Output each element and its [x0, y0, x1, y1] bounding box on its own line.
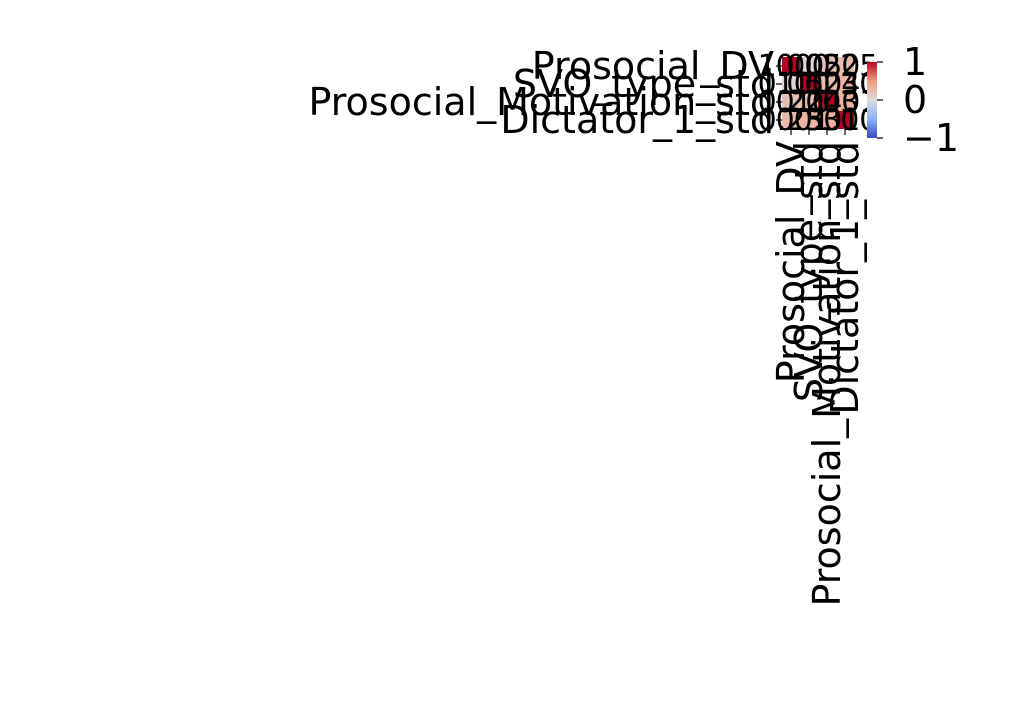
- heatmap-cells: [782, 57, 854, 129]
- heatmap-cell: [818, 57, 836, 75]
- row-label: SVO_type_std: [513, 62, 774, 106]
- heatmap-cell: [818, 75, 836, 93]
- heatmap-cell: [836, 57, 854, 75]
- column-label: Prosocial_Motivation_std: [805, 141, 849, 607]
- heatmap-cell: [836, 93, 854, 111]
- cell-value-label: 0.05: [758, 67, 825, 102]
- heatmap-cell: [818, 111, 836, 129]
- column-label: Prosocial_DV: [769, 141, 813, 383]
- colorbar: 10−1: [867, 40, 959, 160]
- heatmap-cell: [782, 111, 800, 129]
- cell-value-label: 0.24: [794, 67, 861, 102]
- row-label: Prosocial_Motivation_std: [309, 80, 775, 124]
- heatmap-cell: [782, 93, 800, 111]
- heatmap-cell: [782, 75, 800, 93]
- cell-value-label: 1.00: [758, 49, 825, 84]
- cell-value-label: 0.24: [776, 85, 843, 120]
- row-label: Prosocial_DV: [532, 44, 774, 88]
- cell-value-label: 0.20: [758, 85, 825, 120]
- heatmap-cell: [782, 57, 800, 75]
- heatmap-annotations: 1.000.050.200.250.051.000.240.300.200.24…: [758, 49, 879, 138]
- cell-value-label: 1.00: [776, 67, 843, 102]
- column-label: Dictator_1_std: [823, 141, 867, 415]
- heatmap-cell: [836, 111, 854, 129]
- heatmap-cell: [800, 93, 818, 111]
- column-label: SVO_type_std: [787, 141, 831, 402]
- cell-value-label: 1.00: [794, 85, 861, 120]
- colorbar-tick-label: −1: [903, 116, 959, 160]
- cell-value-label: 0.20: [794, 49, 861, 84]
- colorbar-tick-label: 0: [903, 78, 927, 122]
- row-labels: Prosocial_DVSVO_type_stdProsocial_Motiva…: [309, 44, 782, 142]
- cell-value-label: 0.05: [776, 49, 843, 84]
- heatmap-cell: [800, 111, 818, 129]
- column-labels: Prosocial_DVSVO_type_stdProsocial_Motiva…: [769, 129, 867, 607]
- heatmap-cell: [800, 57, 818, 75]
- colorbar-tick-label: 1: [903, 40, 927, 84]
- heatmap-cell: [818, 93, 836, 111]
- row-label: Dictator_1_std: [500, 98, 774, 142]
- heatmap-cell: [836, 75, 854, 93]
- heatmap-cell: [800, 75, 818, 93]
- colorbar-gradient: [867, 62, 877, 138]
